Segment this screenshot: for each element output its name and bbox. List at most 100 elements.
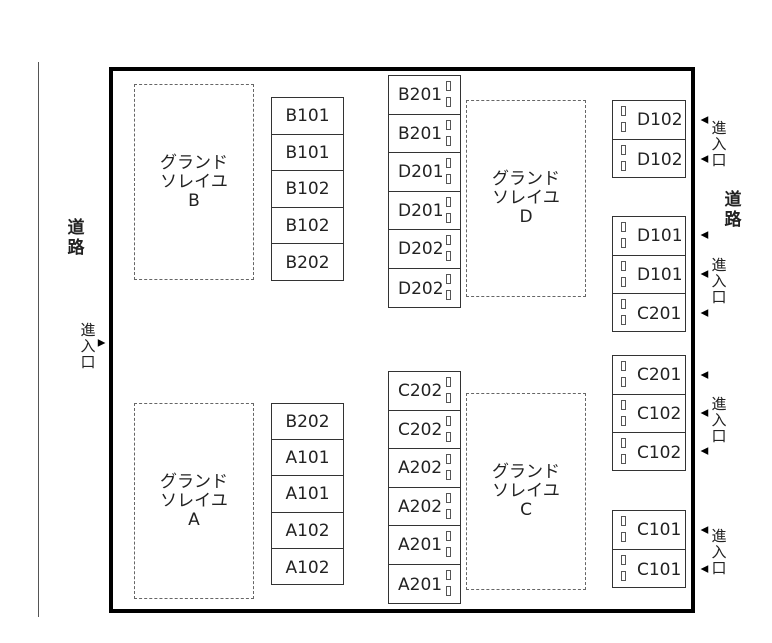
- parking-space-label: A101: [285, 447, 330, 468]
- parking-space: B101: [272, 135, 343, 171]
- parking-space-label: B201: [398, 85, 443, 105]
- parking-space-label: D201: [398, 200, 444, 221]
- building-a-line-1: グランド: [160, 471, 228, 492]
- entrance-label-right-2: 進入口: [711, 256, 727, 306]
- wheel-stop-icon: [446, 547, 451, 557]
- parking-space: C102: [613, 395, 685, 433]
- wheel-stop-icon: [446, 120, 451, 130]
- parking-space-label: A202: [398, 458, 443, 478]
- parking-space: B202: [272, 404, 343, 440]
- parking-space-label: B101: [285, 106, 330, 126]
- parking-space: A102: [272, 549, 343, 586]
- wheel-stop-icon: [446, 470, 451, 480]
- road-boundary-line: [38, 62, 39, 617]
- parking-space-label: C202: [398, 381, 443, 401]
- parking-space-label: C101: [637, 559, 682, 580]
- wheel-stop-icon: [446, 213, 451, 223]
- wheel-stop-icon: [446, 274, 451, 284]
- wheel-stop-icon: [621, 238, 626, 248]
- parking-space: A202: [389, 449, 460, 488]
- arrow-left-icon: ▲: [698, 309, 710, 317]
- wheel-stop-icon: [621, 106, 626, 116]
- parking-space-label: C201: [637, 303, 682, 324]
- wheel-stop-icon: [446, 377, 451, 387]
- parking-space: D201: [389, 153, 460, 192]
- arrow-left-icon: ▲: [698, 447, 710, 455]
- parking-space: B102: [272, 171, 343, 208]
- building-c-line-3: C: [520, 500, 532, 520]
- wheel-stop-icon: [621, 261, 626, 271]
- wheel-stop-icon: [446, 509, 451, 519]
- parking-space-label: B101: [285, 142, 330, 163]
- wheel-stop-icon: [621, 400, 626, 410]
- parking-space-label: C101: [637, 520, 682, 540]
- building-c: グランド ソレイユ C: [466, 393, 586, 590]
- wheel-stop-icon: [446, 174, 451, 184]
- parking-space-label: D101: [637, 226, 683, 246]
- building-c-line-2: ソレイユ: [492, 481, 560, 501]
- wheel-stop-icon: [621, 145, 626, 155]
- parking-space: C201: [613, 356, 685, 395]
- wheel-stop-icon: [446, 197, 451, 207]
- building-a: グランド ソレイユ A: [134, 403, 254, 599]
- parking-space-label: B202: [285, 411, 330, 432]
- wheel-stop-icon: [446, 531, 451, 541]
- wheel-stop-icon: [621, 361, 626, 371]
- site-boundary: [109, 67, 695, 613]
- wheel-stop-icon: [621, 555, 626, 565]
- building-c-line-1: グランド: [492, 462, 560, 482]
- parking-space: C101: [613, 511, 685, 550]
- parking-space: A202: [389, 488, 460, 526]
- parking-space: D201: [389, 192, 460, 230]
- wheel-stop-icon: [621, 416, 626, 426]
- unit-stack-col1-bottom: B202 A101 A101 A102 A102: [271, 403, 344, 585]
- wheel-stop-icon: [446, 432, 451, 442]
- wheel-stop-icon: [621, 122, 626, 132]
- parking-space-label: B102: [285, 179, 330, 199]
- building-d-line-2: ソレイユ: [492, 188, 560, 208]
- parking-space: C202: [389, 411, 460, 449]
- parking-space: B101: [272, 98, 343, 135]
- parking-space: D202: [389, 230, 460, 269]
- parking-space-label: A102: [285, 520, 330, 541]
- wheel-stop-icon: [446, 290, 451, 300]
- parking-space-label: A201: [398, 535, 443, 555]
- parking-space: A101: [272, 476, 343, 513]
- wheel-stop-icon: [446, 586, 451, 596]
- building-b-line-1: グランド: [160, 152, 228, 173]
- wheel-stop-icon: [446, 251, 451, 261]
- arrow-left-icon: ▲: [698, 565, 710, 573]
- unit-stack-col3-g1: D102 D102: [612, 100, 686, 178]
- arrow-right-icon: ▲: [95, 339, 107, 347]
- unit-stack-col3-g2: D101 D101 C201: [612, 216, 686, 332]
- wheel-stop-icon: [446, 416, 451, 426]
- entrance-label-right-3: 進入口: [711, 395, 727, 445]
- parking-space-label: B102: [285, 215, 330, 236]
- parking-space-label: C201: [637, 365, 682, 385]
- wheel-stop-icon: [446, 136, 451, 146]
- wheel-stop-icon: [621, 277, 626, 287]
- wheel-stop-icon: [621, 377, 626, 387]
- building-b-line-3: B: [188, 190, 200, 211]
- wheel-stop-icon: [446, 454, 451, 464]
- wheel-stop-icon: [621, 299, 626, 309]
- parking-space: D102: [613, 140, 685, 179]
- arrow-left-icon: ▲: [698, 231, 710, 239]
- parking-space-label: D102: [637, 149, 683, 170]
- building-a-line-3: A: [188, 509, 200, 530]
- wheel-stop-icon: [446, 235, 451, 245]
- building-b: グランド ソレイユ B: [134, 84, 254, 280]
- parking-space: D101: [613, 256, 685, 294]
- parking-space: B202: [272, 244, 343, 281]
- parking-space: D101: [613, 217, 685, 256]
- parking-space-label: C202: [398, 419, 443, 440]
- parking-space-label: A202: [398, 496, 443, 517]
- unit-stack-col1-top: B101 B101 B102 B102 B202: [271, 97, 344, 281]
- parking-space: A201: [389, 526, 460, 565]
- building-d-line-1: グランド: [492, 169, 560, 189]
- parking-space-label: C102: [637, 403, 682, 424]
- wheel-stop-icon: [446, 493, 451, 503]
- wheel-stop-icon: [446, 97, 451, 107]
- wheel-stop-icon: [446, 570, 451, 580]
- wheel-stop-icon: [621, 532, 626, 542]
